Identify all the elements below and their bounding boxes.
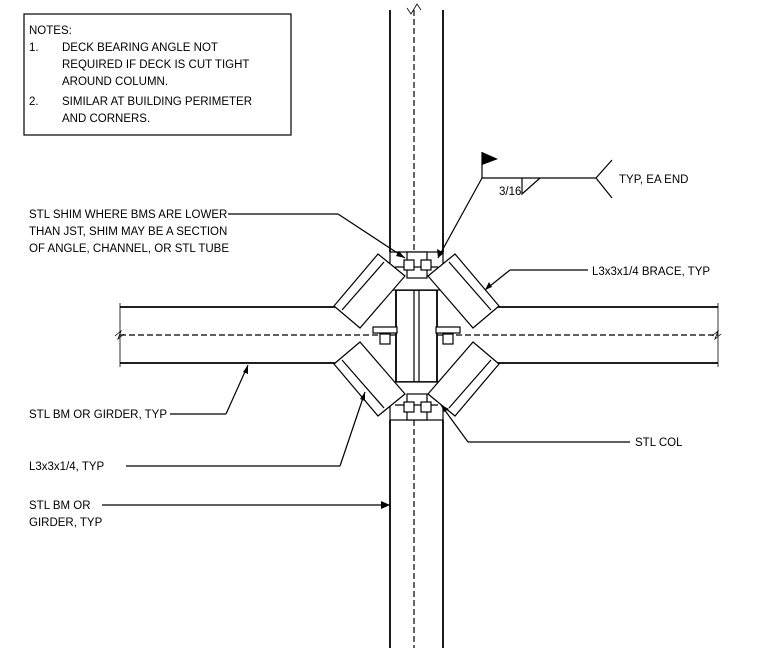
beam2-label-line-1: STL BM OR [29,500,91,512]
note-2-line-2: AND CORNERS. [62,113,150,125]
weld-symbol: 3/16 TYP, EA END [437,152,688,259]
brace-callout: L3x3x1/4 BRACE, TYP [484,266,710,291]
angle-callout: L3x3x1/4, TYP [29,391,366,473]
brace-angles [333,253,500,417]
notes-block: NOTES: 1. DECK BEARING ANGLE NOT REQUIRE… [23,13,292,136]
beam2-callout: STL BM OR GIRDER, TYP [29,500,390,529]
vertical-girder [389,3,444,648]
beam2-label-line-2: GIRDER, TYP [29,517,103,529]
steel-column [395,289,438,383]
shim-label-line-1: STL SHIM WHERE BMS ARE LOWER [29,209,227,221]
notes-box [23,13,292,136]
note-1-number: 1. [29,42,39,54]
shim-callout: STL SHIM WHERE BMS ARE LOWER THAN JST, S… [29,209,406,259]
angle-label: L3x3x1/4, TYP [29,461,105,473]
note-2-number: 2. [29,96,39,108]
note-2-line-1: SIMILAR AT BUILDING PERIMETER [62,96,252,108]
note-1-line-3: AROUND COLUMN. [62,76,168,88]
field-weld-flag-icon [482,152,498,165]
brace-label: L3x3x1/4 BRACE, TYP [592,266,710,278]
column-callout: STL COL [440,404,683,449]
bolts [372,259,461,413]
column-label: STL COL [635,437,683,449]
weld-size-label: 3/16 [499,186,521,198]
horizontal-beam [114,303,722,367]
beam-girder-label: STL BM OR GIRDER, TYP [29,409,167,421]
note-1-line-2: REQUIRED IF DECK IS CUT TIGHT [62,59,249,71]
weld-note-label: TYP, EA END [619,174,688,186]
shim-label-line-2: THAN JST, SHIM MAY BE A SECTION [29,226,227,238]
notes-heading: NOTES: [29,25,72,37]
shim-label-line-3: OF ANGLE, CHANNEL, OR STL TUBE [29,243,229,255]
beam-callout: STL BM OR GIRDER, TYP [29,364,249,421]
note-1-line-1: DECK BEARING ANGLE NOT [62,42,218,54]
